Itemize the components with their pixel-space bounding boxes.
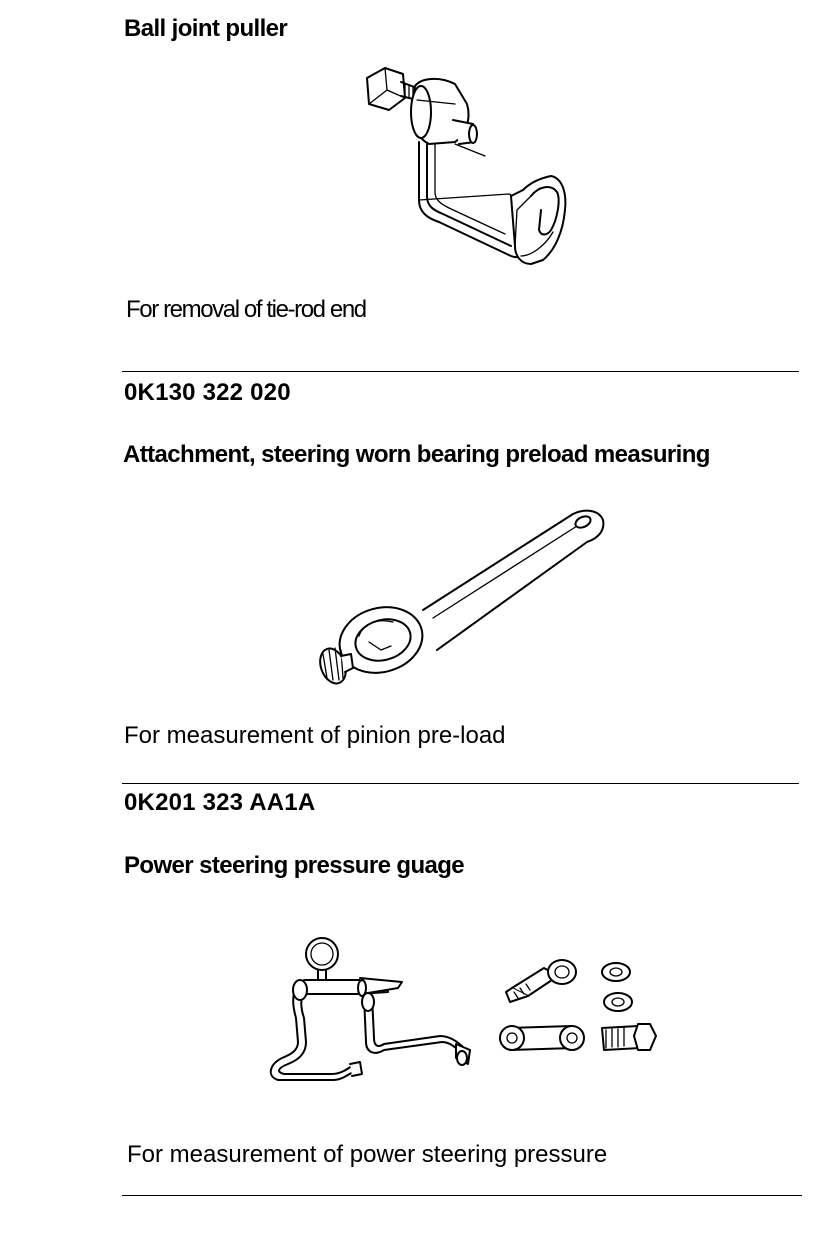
tool-title: Attachment, steering worn bearing preloa… [123, 441, 710, 468]
ball-joint-puller-illustration [366, 67, 567, 265]
tool-title: Power steering pressure guage [124, 852, 465, 879]
section-divider [122, 783, 799, 784]
tool-description: For removal of tie-rod end [126, 296, 367, 323]
part-number: 0K130 322 020 [124, 379, 291, 406]
preload-wrench-illustration [319, 509, 605, 685]
tool-description: For measurement of power steering pressu… [127, 1141, 608, 1168]
tool-title: Ball joint puller [124, 15, 288, 42]
tool-description: For measurement of pinion pre-load [124, 722, 506, 749]
section-divider [122, 1195, 802, 1196]
pressure-gauge-kit-illustration [269, 937, 657, 1081]
part-number: 0K201 323 AA1A [124, 789, 316, 816]
section-divider [122, 371, 799, 372]
